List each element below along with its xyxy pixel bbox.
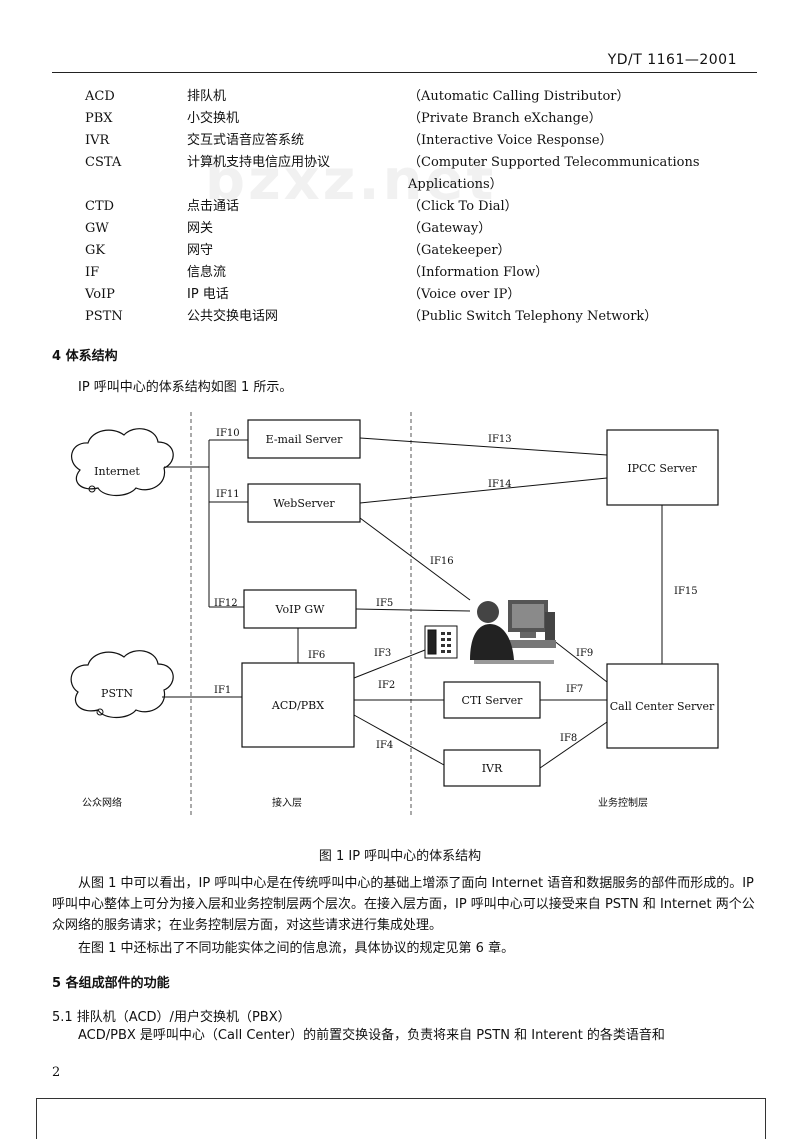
flow-label: IF15 <box>674 586 698 597</box>
abbr: GK <box>85 243 106 258</box>
section-4-intro: IP 呼叫中心的体系结构如图 1 所示。 <box>78 380 293 395</box>
flow-label: IF6 <box>308 650 325 661</box>
abbr-chinese: 网守 <box>187 243 214 258</box>
table-row: VoIP IP 电话 （Voice over IP） <box>85 284 725 306</box>
abbr-chinese: 交互式语音应答系统 <box>187 133 305 148</box>
page-number: 2 <box>52 1065 61 1080</box>
flow-label: IF4 <box>376 740 393 751</box>
abbr: PBX <box>85 111 113 126</box>
abbr: CTD <box>85 199 115 214</box>
document-code: YD/T 1161—2001 <box>607 52 737 68</box>
ivr-box <box>443 749 541 787</box>
abbr-chinese: 小交换机 <box>187 111 240 126</box>
abbr-english: （Click To Dial） <box>408 199 518 214</box>
call-center-server-label: Call Center Server <box>610 700 715 713</box>
flow-label: IF10 <box>216 428 240 439</box>
abbr: IVR <box>85 133 110 148</box>
zone-label-public: 公众网络 <box>82 796 122 809</box>
flow-label: IF3 <box>374 648 391 659</box>
flow-label: IF7 <box>566 684 583 695</box>
abbr-english: （Voice over IP） <box>408 287 521 302</box>
section-4-title: 4 体系结构 <box>52 349 118 364</box>
abbr-english: （Gatekeeper） <box>408 243 511 258</box>
abbreviation-table: ACD 排队机 （Automatic Calling Distributor） PB… <box>85 86 725 328</box>
table-row: IVR 交互式语音应答系统 （Interactive Voice Response） <box>85 130 725 152</box>
pstn-cloud: PSTN <box>70 650 174 719</box>
ipcc-server-label: IPCC Server <box>627 462 697 475</box>
cti-server-box <box>443 681 541 719</box>
zone-label-access: 接入层 <box>272 796 302 809</box>
cti-server-label: CTI Server <box>462 694 524 707</box>
page-header: YD/T 1161—2001 <box>52 50 757 73</box>
abbr: ACD <box>85 89 115 104</box>
abbr-chinese: 信息流 <box>187 265 227 280</box>
voip-gw-label: VoIP GW <box>275 603 326 616</box>
flow-label: IF5 <box>376 598 393 609</box>
abbr-chinese: 网关 <box>187 221 214 236</box>
web-server-label: WebServer <box>273 497 335 510</box>
internet-bus <box>164 439 248 608</box>
page-border-box <box>36 1098 766 1139</box>
abbr-chinese: 计算机支持电信应用协议 <box>187 155 331 170</box>
flow-label: IF2 <box>378 680 395 691</box>
telephone-icon <box>424 625 458 659</box>
paragraph-body: 在图 1 中还标出了不同功能实体之间的信息流，具体协议的规定见第 6 章。 <box>78 941 515 956</box>
abbr: GW <box>85 221 109 236</box>
table-row: ACD 排队机 （Automatic Calling Distributor） <box>85 86 725 108</box>
section-5-title: 5 各组成部件的功能 <box>52 976 170 991</box>
email-server-label: E-mail Server <box>266 433 344 446</box>
watermark: bzxz.net <box>205 148 497 213</box>
abbr-english: （Computer Supported Telecommunications A… <box>408 155 700 192</box>
abbr-english: （Information Flow） <box>408 265 549 280</box>
abbr-english: （Interactive Voice Response） <box>408 133 613 148</box>
abbr-chinese: IP 电话 <box>187 287 229 302</box>
table-row: IF 信息流 （Information Flow） <box>85 262 725 284</box>
abbr: CSTA <box>85 155 122 170</box>
section-5-1-text: ACD/PBX 是呼叫中心（Call Center）的前置交换设备，负责将来自 … <box>78 1028 665 1043</box>
acd-pbx-box <box>241 662 355 748</box>
paragraph-body: 从图 1 中可以看出，IP 呼叫中心是在传统呼叫中心的基础上增添了面向 Inte… <box>52 876 755 933</box>
table-row: CSTA 计算机支持电信应用协议 （Computer Supported Telec… <box>85 152 725 196</box>
abbr: IF <box>85 265 100 280</box>
abbr: VoIP <box>85 287 115 302</box>
abbr-english: （Automatic Calling Distributor） <box>408 89 630 104</box>
acd-pbx-label: ACD/PBX <box>271 699 324 712</box>
flow-label: IF9 <box>576 648 593 659</box>
abbr-english: （Gateway） <box>408 221 492 236</box>
email-server-box <box>247 419 361 459</box>
table-row: PSTN 公共交换电话网 （Public Switch Telephony Netw… <box>85 306 725 328</box>
abbr: PSTN <box>85 309 123 324</box>
table-row: GK 网守 （Gatekeeper） <box>85 240 725 262</box>
flow-label: IF8 <box>560 733 577 744</box>
figure-caption: 图 1 IP 呼叫中心的体系结构 <box>318 849 482 864</box>
flow-label: IF11 <box>216 489 240 500</box>
section-5-1-title: 5.1 排队机（ACD）/用户交换机（PBX） <box>52 1010 291 1025</box>
architecture-diagram: Internet PSTN E-mail Server WebServer Vo… <box>70 412 719 818</box>
abbr-chinese: 公共交换电话网 <box>187 309 279 324</box>
zone-dividers <box>190 412 412 818</box>
connections <box>162 437 663 769</box>
flow-label: IF12 <box>214 598 238 609</box>
abbr-english: （Public Switch Telephony Network） <box>408 309 658 324</box>
abbr-english: （Private Branch eXchange） <box>408 111 602 126</box>
flow-label: IF13 <box>488 434 512 445</box>
flow-label: IF1 <box>214 685 231 696</box>
ipcc-server-box <box>606 429 719 506</box>
abbr-chinese: 排队机 <box>187 89 227 104</box>
internet-label: Internet <box>94 465 140 478</box>
ivr-label: IVR <box>482 762 503 775</box>
internet-cloud: Internet <box>71 428 174 497</box>
table-row: PBX 小交换机 （Private Branch eXchange） <box>85 108 725 130</box>
abbr-chinese: 点击通话 <box>187 199 240 214</box>
agent-workstation-icon <box>470 600 556 664</box>
zone-label-control: 业务控制层 <box>598 796 648 809</box>
table-row: GW 网关 （Gateway） <box>85 218 725 240</box>
flow-label: IF14 <box>488 479 512 490</box>
voip-gw-box <box>243 589 357 629</box>
pstn-label: PSTN <box>101 687 133 700</box>
table-row: CTD 点击通话 （Click To Dial） <box>85 196 725 218</box>
flow-label: IF16 <box>430 556 454 567</box>
